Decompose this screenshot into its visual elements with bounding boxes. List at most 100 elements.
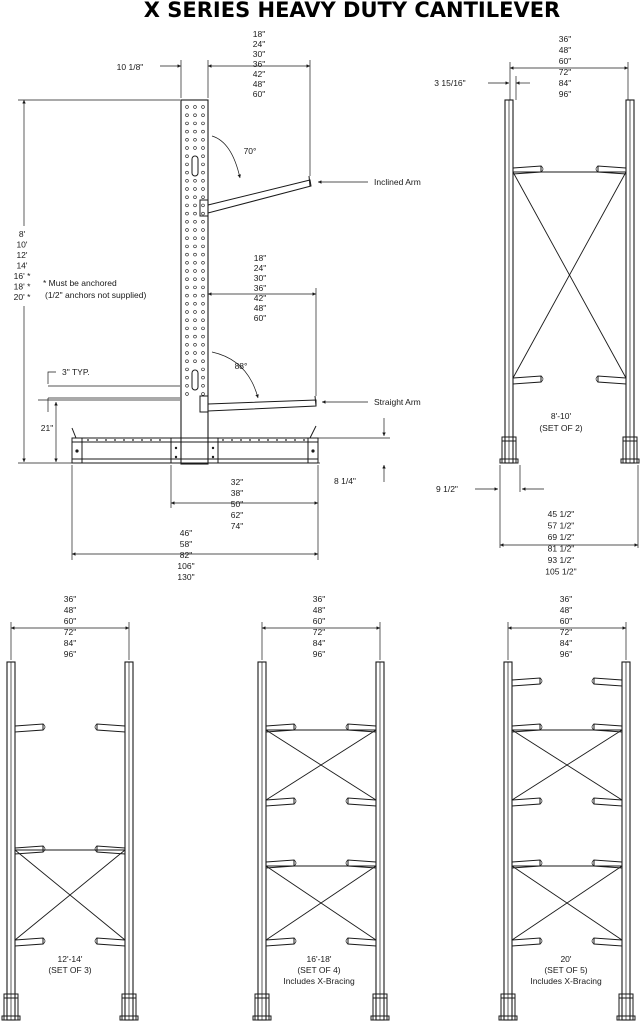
- arm-length: 60": [254, 313, 266, 323]
- rack-width: 60": [64, 616, 76, 626]
- rack-width: 48": [313, 605, 325, 615]
- base-thickness-label: 8 1/4": [334, 476, 356, 486]
- base-inner-length: 50": [231, 499, 243, 509]
- slot-lower: [191, 369, 199, 391]
- arm-length: 36": [253, 59, 265, 69]
- column-height: 14': [16, 261, 27, 271]
- bottom-view-label-1: 16'-18': [307, 954, 332, 964]
- base-outer-length: 130": [177, 572, 194, 582]
- arm-length: 60": [253, 89, 265, 99]
- rack-width: 96": [313, 649, 325, 659]
- rack-width: 60": [313, 616, 325, 626]
- base-outer-length: 58": [180, 539, 192, 549]
- inclined-arm-label: Inclined Arm: [374, 177, 421, 187]
- base-outer-length: 82": [180, 550, 192, 560]
- rack-width: 84": [313, 638, 325, 648]
- base-outer-lengths: 46"58"82"106"130": [177, 528, 194, 582]
- bottom-view-label-2: (SET OF 3): [48, 965, 91, 975]
- base-height-label: 21": [41, 423, 53, 433]
- mid-arm-lengths: 18"24"30"36"42"48"60": [254, 253, 266, 323]
- arm-length: 30": [253, 49, 265, 59]
- front-view-8-10: 36"48"60"72"84"96" 3 15/16" 8'-10' (SET …: [434, 34, 640, 577]
- bottom-view-label-1: 20': [560, 954, 571, 964]
- overall-width: 105 1/2": [545, 567, 576, 577]
- column-height: 20' *: [14, 292, 31, 302]
- bottom-view-label-3: Includes X-Bracing: [530, 976, 602, 986]
- anchor-note-2: (1/2" anchors not supplied): [45, 290, 146, 300]
- base-inner-lengths: 32"38"50"62"74": [231, 477, 243, 531]
- column-height: 10': [16, 240, 27, 250]
- rack-width: 48": [560, 605, 572, 615]
- rack-width: 84": [559, 78, 571, 88]
- arm-length: 42": [254, 293, 266, 303]
- column-depth-label: 3 15/16": [434, 78, 465, 88]
- rack-width: 48": [559, 45, 571, 55]
- rack-width: 72": [64, 627, 76, 637]
- arm-length: 42": [253, 69, 265, 79]
- rack-width: 36": [313, 594, 325, 604]
- arm-length: 30": [254, 273, 266, 283]
- straight-arm: [199, 395, 317, 413]
- overall-width: 93 1/2": [548, 555, 575, 565]
- overall-width: 69 1/2": [548, 532, 575, 542]
- rack-width: 36": [560, 594, 572, 604]
- bottom-view-1: 36"48"60"72"84"96" 12'-14'(SET OF 3): [1, 594, 139, 1021]
- bottom-views: 36"48"60"72"84"96"12'-14'(SET OF 3)36"48…: [1, 594, 636, 1021]
- rack-width: 48": [64, 605, 76, 615]
- rack-width: 72": [560, 627, 572, 637]
- rack-width: 36": [559, 34, 571, 44]
- arm-length: 18": [254, 253, 266, 263]
- overall-width: 81 1/2": [548, 544, 575, 554]
- base-outer-length: 106": [177, 561, 194, 571]
- rack-width: 60": [560, 616, 572, 626]
- column-height: 16' *: [14, 271, 31, 281]
- front-view-1-widths: 36"48"60"72"84"96": [559, 34, 571, 99]
- bottom-view-label-2: (SET OF 5): [544, 965, 587, 975]
- foot-width-label: 9 1/2": [436, 484, 458, 494]
- inclined-arm: [199, 175, 312, 217]
- arm-length: 24": [254, 263, 266, 273]
- arm-length: 48": [254, 303, 266, 313]
- rack-width: 60": [559, 56, 571, 66]
- column-height: 18' *: [14, 282, 31, 292]
- column-upright: [180, 99, 209, 465]
- side-view: 10 1/8" 18"24"30"36"42"48"60" 70° Inclin…: [14, 29, 421, 582]
- base-inner-length: 74": [231, 521, 243, 531]
- front-view-1-height-label: 8'-10': [551, 411, 572, 421]
- column-height: 8': [19, 229, 26, 239]
- front-view-1-set-label: (SET OF 2): [539, 423, 582, 433]
- rack-width: 96": [64, 649, 76, 659]
- rack-width: 72": [313, 627, 325, 637]
- bottom-view-label-3: Includes X-Bracing: [283, 976, 355, 986]
- column-width-label: 10 1/8": [117, 62, 144, 72]
- arm-length: 18": [253, 29, 265, 39]
- base-inner-length: 62": [231, 510, 243, 520]
- overall-width: 45 1/2": [548, 509, 575, 519]
- arm-length: 36": [254, 283, 266, 293]
- base-inner-length: 32": [231, 477, 243, 487]
- base-inner-length: 38": [231, 488, 243, 498]
- bottom-view-label-1: 12'-14': [58, 954, 83, 964]
- straight-arm-label: Straight Arm: [374, 397, 421, 407]
- angle-inclined-label: 70°: [244, 146, 257, 156]
- bottom-view-label-2: (SET OF 4): [297, 965, 340, 975]
- slot-upper: [191, 155, 199, 177]
- hole-spacing-label: 3" TYP.: [62, 367, 90, 377]
- overall-width: 57 1/2": [548, 521, 575, 531]
- column-height: 12': [16, 250, 27, 260]
- angle-straight-label: 88°: [235, 361, 248, 371]
- page-title: X SERIES HEAVY DUTY CANTILEVER: [144, 0, 560, 22]
- rack-width: 96": [560, 649, 572, 659]
- base-outer-length: 46": [180, 528, 192, 538]
- rack-width: 96": [559, 89, 571, 99]
- column-heights: 8'10'12'14'16' *18' *20' *: [14, 229, 31, 302]
- rack-width: 84": [64, 638, 76, 648]
- arm-length: 48": [253, 79, 265, 89]
- anchor-note-1: * Must be anchored: [43, 278, 117, 288]
- arm-length: 24": [253, 39, 265, 49]
- rack-width: 84": [560, 638, 572, 648]
- overall-widths: 45 1/2" 57 1/2"69 1/2" 81 1/2"93 1/2" 105 1…: [545, 509, 576, 577]
- top-arm-lengths: 18"24"30"36"42"48"60": [253, 29, 265, 99]
- rack-width: 36": [64, 594, 76, 604]
